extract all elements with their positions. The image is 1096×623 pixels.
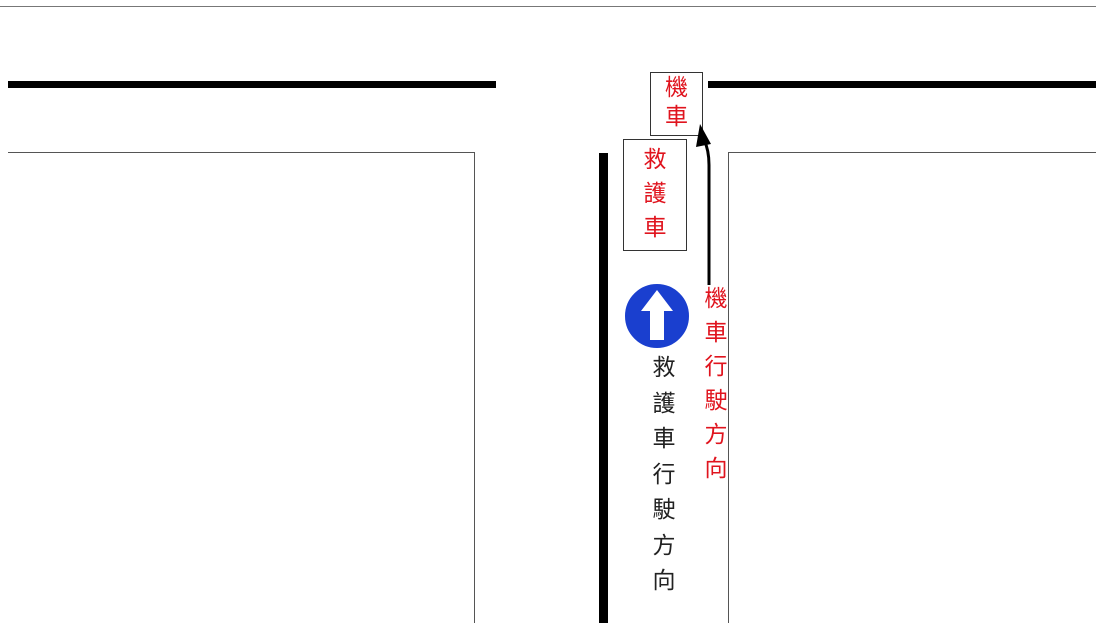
motorcycle-box <box>650 72 703 136</box>
motorcycle-direction-char: 行 <box>704 354 728 380</box>
ambulance-direction-char: 護 <box>652 390 676 417</box>
ambulance-label: 救 護 車 <box>623 143 687 245</box>
building-block-right <box>728 152 1096 623</box>
arrowhead-icon <box>696 124 711 147</box>
ambulance-label-char: 救 <box>643 147 667 173</box>
motorcycle-path-arrow <box>696 124 711 285</box>
ambulance-direction-char: 行 <box>652 461 676 488</box>
diagram-graphics <box>623 124 711 350</box>
ambulance-direction-char: 方 <box>652 532 676 559</box>
motorcycle-direction-char: 方 <box>704 422 728 448</box>
motorcycle-label-char: 車 <box>665 104 688 130</box>
ambulance-direction-char: 車 <box>652 426 676 452</box>
road-edge-left <box>8 81 496 88</box>
ambulance-box <box>623 139 687 251</box>
motorcycle-direction-char: 向 <box>704 456 728 482</box>
top-border-line <box>0 6 1096 7</box>
ambulance-direction-char: 救 <box>652 355 676 381</box>
ambulance-label-char: 護 <box>643 181 667 207</box>
motorcycle-direction-char: 駛 <box>704 388 728 414</box>
road-edge-right <box>708 81 1096 88</box>
ambulance-direction-char: 駛 <box>652 497 676 523</box>
building-block-left <box>8 152 475 623</box>
ambulance-direction-label: 救 護 車 行 駛 方 向 <box>640 351 688 600</box>
motorcycle-direction-char: 機 <box>704 286 728 312</box>
motorcycle-direction-label: 機 車 行 駛 方 向 <box>698 282 734 486</box>
motorcycle-path-line <box>702 139 711 285</box>
straight-ahead-sign-icon <box>623 282 691 350</box>
ambulance-label-char: 車 <box>643 215 667 241</box>
motorcycle-label: 機 車 <box>650 74 703 132</box>
motorcycle-direction-char: 車 <box>704 320 728 346</box>
motorcycle-label-char: 機 <box>665 75 688 101</box>
ambulance-direction-char: 向 <box>652 568 676 594</box>
road-curb-line <box>599 153 608 623</box>
